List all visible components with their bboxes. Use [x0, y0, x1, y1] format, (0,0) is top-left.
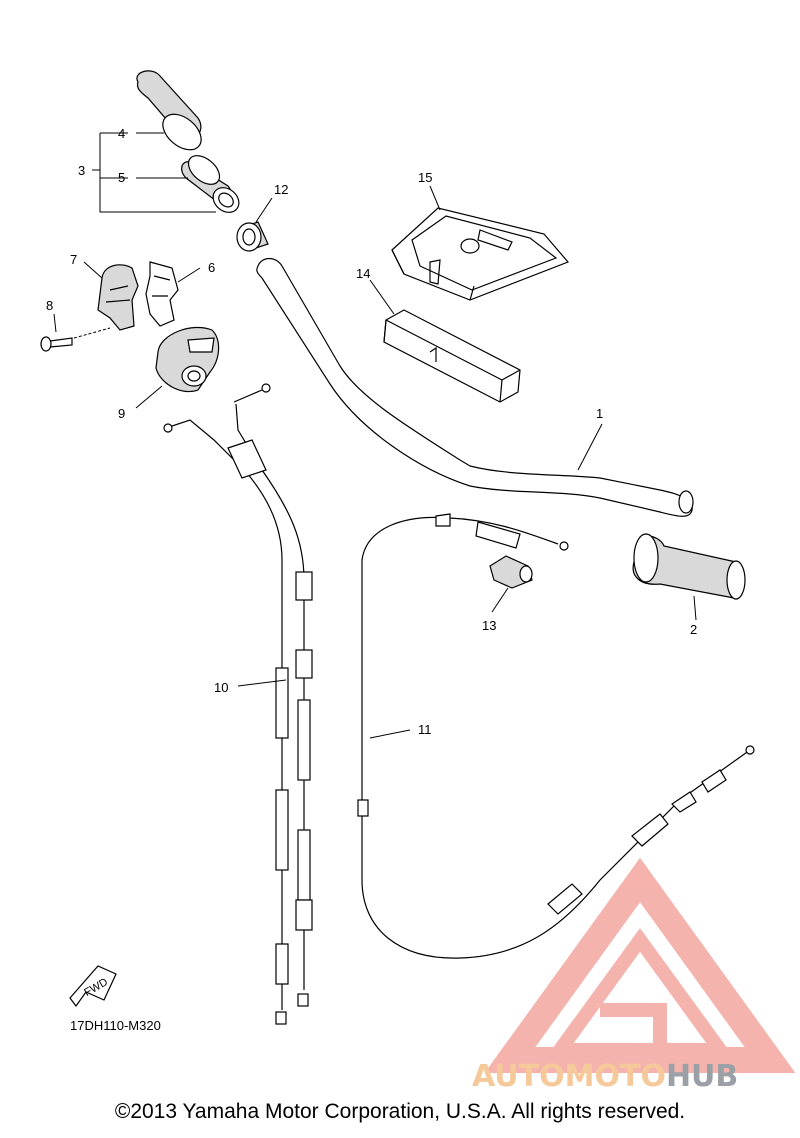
- throttle-cables-part-10: [163, 383, 313, 1025]
- callout-3-bracket: [92, 132, 216, 213]
- handlebar-part-1: [256, 257, 694, 517]
- callout-15: 15: [418, 170, 432, 185]
- automotohub-watermark-logo: [484, 857, 796, 1073]
- watermark-text-hub: HUB: [666, 1059, 738, 1094]
- callout-7: 7: [70, 252, 77, 267]
- handlebar-pad-cover-part-15: [391, 185, 570, 301]
- callout-3: 3: [78, 163, 85, 178]
- callout-12: 12: [274, 182, 288, 197]
- collar-part-12: [236, 197, 273, 252]
- callout-11: 11: [418, 722, 432, 737]
- callout-8: 8: [46, 298, 53, 313]
- diagram-code: 17DH110-M320: [70, 1018, 161, 1033]
- callout-4: 4: [118, 126, 125, 141]
- throttle-pulley-part-9: [135, 326, 220, 409]
- watermark-text: AUTOMOTOHUB: [472, 1059, 738, 1094]
- handlebar-pad-part-14: [369, 279, 521, 403]
- callout-9: 9: [118, 406, 125, 421]
- callout-14: 14: [356, 266, 370, 281]
- copyright-notice: ©2013 Yamaha Motor Corporation, U.S.A. A…: [114, 1100, 686, 1123]
- fwd-arrow-icon: FWD: [69, 965, 117, 1008]
- left-grip-part-2: [632, 533, 746, 621]
- callout-2: 2: [690, 622, 697, 637]
- callout-6: 6: [208, 260, 215, 275]
- watermark-text-automoto: AUTOMOTO: [472, 1059, 666, 1094]
- throttle-housing-part-7: [83, 261, 139, 331]
- callout-1: 1: [596, 406, 603, 421]
- screw-part-8: [40, 313, 111, 352]
- callout-10: 10: [214, 680, 228, 695]
- callout-13: 13: [482, 618, 496, 633]
- throttle-housing-part-6: [145, 261, 201, 327]
- callout-labels: 1 2 3 4 5 6 7 8 9 10 11 12 13 14 15: [46, 126, 697, 737]
- cable-adjuster-part-13: [489, 555, 533, 613]
- clutch-cable-part-11: [357, 513, 755, 959]
- throttle-grip-part-4-5: [136, 70, 240, 213]
- callout-5: 5: [118, 170, 125, 185]
